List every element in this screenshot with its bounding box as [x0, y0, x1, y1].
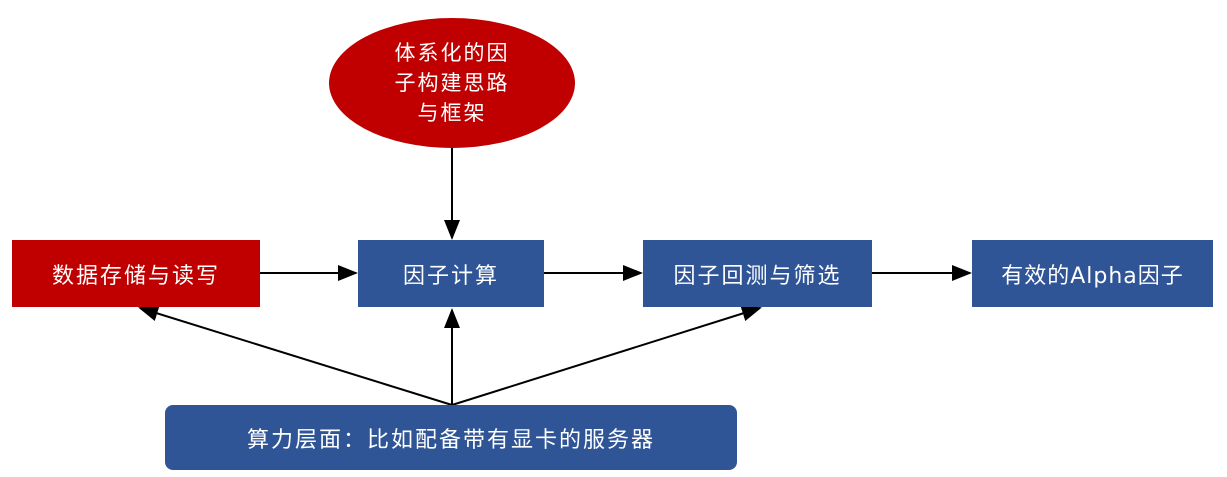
- framework-line-3: 与框架: [417, 101, 487, 125]
- framework-node: 体系化的因 子构建思路 与框架: [340, 24, 564, 142]
- alpha-factor-node: 有效的Alpha因子: [972, 240, 1213, 307]
- hardware-node: 算力层面：比如配备带有显卡的服务器: [165, 405, 737, 470]
- arrow-hardware-to-backtest: [451, 305, 762, 406]
- framework-ellipse: [329, 18, 575, 148]
- backtest-node: 因子回测与筛选: [643, 240, 872, 307]
- framework-line-2: 子构建思路: [394, 71, 510, 95]
- arrow-hardware-to-storage: [138, 305, 453, 406]
- storage-node: 数据存储与读写: [12, 240, 260, 307]
- compute-node: 因子计算: [358, 240, 544, 307]
- framework-line-1: 体系化的因: [394, 41, 510, 65]
